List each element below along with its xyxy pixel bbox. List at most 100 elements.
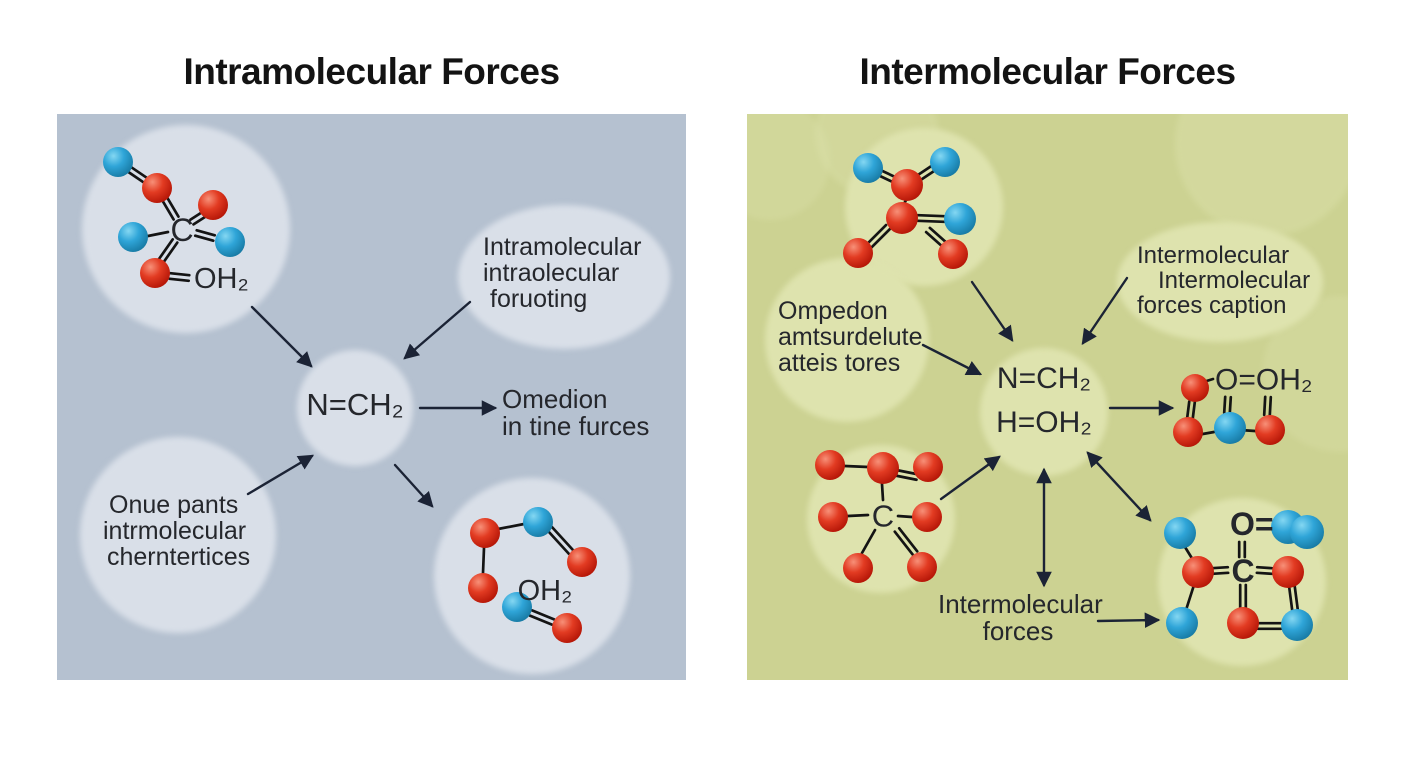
bottom-left-bubble-text: Onue pants intrmolecular cherntertices — [103, 492, 250, 570]
blue-atom — [1281, 609, 1313, 641]
formula-label: OH₂ — [194, 263, 249, 295]
formula-label: C — [872, 499, 894, 534]
single-bond — [1184, 583, 1196, 612]
text-line: Omedion — [502, 384, 608, 414]
blue-atom — [1166, 607, 1198, 639]
red-atom — [907, 552, 937, 582]
red-atom — [552, 613, 582, 643]
text-line: atteis tores — [778, 349, 901, 377]
red-atom — [468, 573, 498, 603]
red-atom — [1173, 417, 1203, 447]
formula-label: C — [1231, 553, 1254, 589]
blue-atom — [215, 227, 245, 257]
highlight-bubble — [765, 258, 929, 422]
formula-label: O=OH₂ — [1215, 364, 1313, 397]
blue-atom — [502, 592, 532, 622]
formula-label: OH₂ — [518, 575, 573, 607]
single-bond — [880, 482, 885, 502]
red-atom — [938, 239, 968, 269]
double-bond — [168, 271, 191, 277]
text-line: intraolecular — [483, 259, 620, 287]
arrow — [403, 300, 472, 360]
arrow — [939, 455, 1001, 501]
blue-atom — [930, 147, 960, 177]
double-bond — [869, 227, 892, 250]
double-bond — [916, 219, 946, 224]
text-line: Onue pants — [109, 491, 239, 519]
red-atom — [843, 553, 873, 583]
text-line: cherntertices — [107, 543, 251, 571]
text-line: Intermolecular — [1158, 267, 1311, 294]
single-bond — [846, 513, 870, 518]
double-bond — [1185, 400, 1191, 420]
red-atom — [1272, 556, 1304, 588]
double-bond — [1262, 395, 1267, 417]
bottom-forces-label: Intermolecular forces — [938, 589, 1103, 646]
double-bond — [928, 226, 950, 246]
double-bond — [528, 614, 554, 626]
center-node-formula: N=CH₂ — [306, 387, 404, 422]
molecule-right-middle: O=OH₂ — [1173, 364, 1313, 447]
double-bond — [893, 530, 915, 557]
double-bond — [897, 526, 919, 553]
red-atom — [886, 202, 918, 234]
double-bond — [195, 228, 217, 237]
single-bond — [496, 522, 526, 531]
red-atom — [142, 173, 172, 203]
text-line: intrmolecular — [103, 517, 247, 545]
double-bond — [1287, 586, 1294, 612]
double-bond — [916, 213, 946, 218]
arrow — [1086, 451, 1152, 522]
top-right-bubble-text: Intermolecular Intermolecular forces cap… — [1137, 243, 1310, 318]
text-line: forces — [982, 616, 1054, 646]
highlight-bubble — [1175, 114, 1348, 236]
double-bond — [1210, 565, 1230, 570]
single-bond — [843, 464, 870, 469]
highlight-bubble — [980, 348, 1108, 476]
highlight-bubble — [458, 205, 670, 349]
double-bond — [161, 241, 179, 264]
blue-atom — [103, 147, 133, 177]
blue-atom — [944, 203, 976, 235]
blue-atom — [118, 222, 148, 252]
arrow — [393, 463, 434, 508]
double-bond — [193, 234, 215, 243]
highlight-bubble — [747, 114, 830, 220]
double-bond — [550, 525, 575, 552]
red-atom — [843, 238, 873, 268]
double-bond — [168, 277, 191, 283]
arrow — [921, 343, 983, 376]
single-bond — [146, 230, 170, 238]
double-bond — [865, 223, 888, 246]
text-line: Ompedon — [778, 297, 888, 325]
carbon-molecule-bottom-left: C — [815, 450, 943, 583]
double-bond — [1210, 571, 1230, 576]
left-bubble-text: Ompedon amtsurdelute atteis tores — [778, 298, 923, 376]
highlight-bubble — [297, 350, 413, 466]
text-line: in tine furces — [502, 411, 650, 441]
red-atom — [1181, 374, 1209, 402]
red-atom — [891, 169, 923, 201]
formula-label: O= — [1230, 506, 1274, 542]
single-bond — [896, 514, 914, 519]
double-bond — [157, 238, 175, 261]
double-bond — [1228, 395, 1233, 415]
single-bond — [860, 528, 877, 555]
formula-label: C — [170, 212, 193, 248]
blue-atom — [523, 507, 553, 537]
formula-line: H=OH₂ — [996, 406, 1092, 439]
blue-atom — [1290, 515, 1324, 549]
double-bond — [1255, 565, 1274, 570]
single-bond — [481, 546, 486, 575]
text-line: Intermolecular — [938, 589, 1103, 619]
intermolecular-panel: O=OH₂ C O= C N=CH₂ H=OH₂ Ompedon amtsurdelu… — [747, 114, 1348, 680]
double-bond — [895, 474, 918, 482]
double-bond — [1222, 395, 1227, 415]
text-line: Intramolecular — [483, 233, 642, 261]
double-bond — [530, 609, 556, 621]
top-right-bubble-text: Intramolecular intraolecular foruoting — [483, 234, 641, 312]
formula-line: N=CH₂ — [996, 362, 1092, 395]
right-panel-canvas: O=OH₂ C O= C — [747, 114, 1348, 666]
